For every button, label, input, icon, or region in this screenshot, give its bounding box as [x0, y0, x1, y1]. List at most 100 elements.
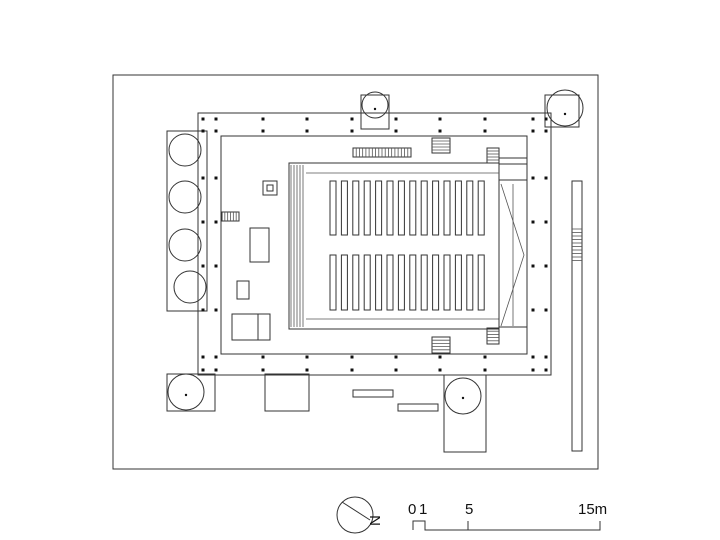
pew: [409, 180, 417, 236]
column-round: [167, 373, 205, 411]
pew: [386, 254, 394, 311]
southwest-tower: [166, 373, 216, 412]
column-dot: [201, 308, 205, 312]
perimeter-columns: [201, 117, 548, 372]
pew: [352, 180, 360, 236]
column-dot: [305, 129, 309, 133]
stairs: [221, 137, 528, 354]
north-arrow-icon: N: [336, 496, 384, 534]
pew: [432, 254, 440, 311]
north-tower: [360, 94, 390, 130]
pew: [409, 254, 417, 311]
pew: [443, 254, 451, 311]
column-dot: [544, 308, 548, 312]
pew: [329, 180, 337, 236]
column-round: [168, 180, 202, 214]
column-dot: [214, 368, 218, 372]
pew: [454, 254, 462, 311]
inner-hall: [220, 135, 528, 355]
column-dot: [305, 117, 309, 121]
east-stair: [572, 228, 582, 261]
column-center: [184, 393, 188, 397]
south-stair: [431, 336, 451, 354]
northeast-stair: [486, 147, 500, 164]
column-dot: [483, 355, 487, 359]
column-dot: [531, 117, 535, 121]
column-round: [444, 377, 482, 415]
pew: [443, 180, 451, 236]
column-dot: [394, 368, 398, 372]
pew: [466, 180, 474, 236]
column-dot: [261, 117, 265, 121]
column-center: [563, 112, 567, 116]
column-dot: [214, 308, 218, 312]
column-dot: [214, 264, 218, 268]
column-dot: [544, 117, 548, 121]
column-dot: [305, 368, 309, 372]
column-dot: [201, 176, 205, 180]
pew: [420, 180, 428, 236]
column-dot: [201, 264, 205, 268]
pew: [375, 254, 383, 311]
south-annex: [264, 373, 310, 412]
column-dot: [394, 355, 398, 359]
pew: [340, 180, 348, 236]
pew: [375, 180, 383, 236]
south-bench: [397, 403, 439, 412]
font-basin: [262, 180, 278, 196]
altar-step: [498, 157, 528, 165]
column-dot: [350, 355, 354, 359]
column-dot: [214, 129, 218, 133]
column-dot: [531, 129, 535, 133]
pew: [363, 254, 371, 311]
site-boundary: [112, 74, 599, 470]
pew: [329, 254, 337, 311]
altar-outline: [500, 183, 525, 327]
column-dot: [261, 368, 265, 372]
northeast-tower: [544, 94, 580, 128]
pew: [386, 180, 394, 236]
column-dot: [261, 355, 265, 359]
column-dot: [201, 368, 205, 372]
east-wall-strip: [571, 180, 583, 452]
column-dot: [201, 129, 205, 133]
south-bench: [352, 389, 394, 398]
column-round: [173, 270, 207, 304]
lectern: [236, 280, 250, 300]
column-dot: [544, 368, 548, 372]
column-round: [361, 91, 389, 119]
scale-bar-line: [412, 520, 601, 531]
desk: [249, 227, 270, 263]
column-dot: [350, 129, 354, 133]
scale-label-0: 0: [408, 501, 416, 518]
column-dot: [544, 264, 548, 268]
scale-label-1: 1: [419, 501, 427, 518]
column-dot: [544, 129, 548, 133]
column-dot: [201, 220, 205, 224]
column-dot: [544, 355, 548, 359]
column-dot: [214, 117, 218, 121]
column-dot: [214, 355, 218, 359]
column-dot: [201, 117, 205, 121]
pew: [466, 254, 474, 311]
column-dot: [531, 368, 535, 372]
north-stair: [431, 137, 451, 154]
platform-steps: [290, 165, 499, 327]
scale-bar: 0 1 5 15m: [408, 501, 607, 531]
column-dot: [531, 220, 535, 224]
column-dot: [350, 117, 354, 121]
pew: [432, 180, 440, 236]
column-center: [461, 396, 465, 400]
column-round: [546, 89, 584, 127]
column-dot: [438, 117, 442, 121]
column-dot: [531, 264, 535, 268]
column-dot: [261, 129, 265, 133]
column-dot: [483, 117, 487, 121]
column-round: [168, 228, 202, 262]
column-dot: [531, 176, 535, 180]
pew: [420, 254, 428, 311]
font-basin-inner: [266, 184, 274, 192]
west-tower-strip: [166, 130, 208, 312]
pews: [329, 180, 485, 311]
